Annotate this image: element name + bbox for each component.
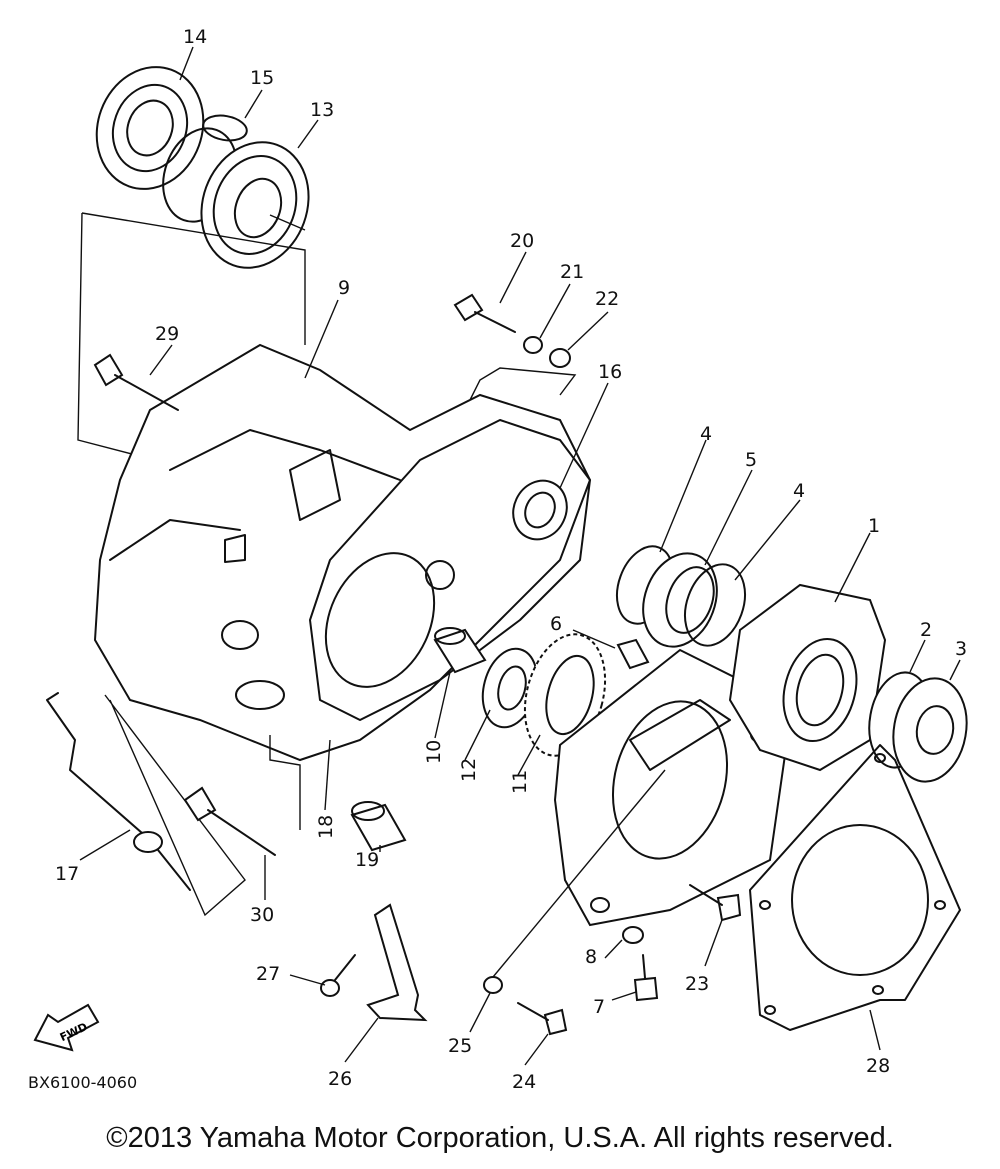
bolt-30 bbox=[183, 786, 276, 856]
callout-30: 30 bbox=[250, 904, 274, 926]
callout-1: 1 bbox=[868, 515, 880, 537]
callout-20: 20 bbox=[510, 230, 534, 252]
bolt-29 bbox=[93, 353, 179, 411]
callout-11: 11 bbox=[509, 770, 531, 794]
bearing-13 bbox=[200, 141, 310, 269]
callout-27: 27 bbox=[256, 963, 280, 985]
bearing-14 bbox=[95, 66, 205, 190]
callout-16: 16 bbox=[598, 361, 622, 383]
callout-2: 2 bbox=[920, 619, 932, 641]
cover-plate bbox=[553, 648, 792, 927]
oil-seal-16 bbox=[512, 479, 568, 541]
part-callouts: 1 2 3 4 4 5 6 7 8 9 10 11 12 13 14 15 16… bbox=[55, 26, 967, 1093]
bracket-26 bbox=[366, 903, 428, 1022]
spring-5 bbox=[642, 552, 718, 648]
callout-5: 5 bbox=[745, 449, 757, 471]
bolt-23 bbox=[689, 884, 742, 922]
callout-22: 22 bbox=[595, 288, 619, 310]
callout-17: 17 bbox=[55, 863, 79, 885]
callout-10: 10 bbox=[423, 740, 445, 764]
forward-arrow-icon: FWD bbox=[33, 1003, 100, 1052]
callout-8: 8 bbox=[585, 946, 597, 968]
callout-29: 29 bbox=[155, 323, 179, 345]
callout-25: 25 bbox=[448, 1035, 472, 1057]
callout-15: 15 bbox=[250, 67, 274, 89]
leader-lines bbox=[79, 46, 961, 1066]
bearing-12 bbox=[481, 647, 539, 729]
drawing-code: BX6100-4060 bbox=[28, 1073, 138, 1092]
bolt-7 bbox=[633, 954, 659, 1002]
callout-4-lower: 4 bbox=[793, 480, 805, 502]
hose-17 bbox=[46, 692, 191, 891]
nut-21 bbox=[523, 336, 543, 354]
bolt-24 bbox=[517, 1002, 568, 1036]
gasket-28 bbox=[749, 744, 961, 1031]
fitting-6 bbox=[616, 638, 650, 670]
screw-27 bbox=[320, 954, 356, 997]
dowel-pin-10 bbox=[433, 627, 487, 674]
callout-7: 7 bbox=[593, 996, 605, 1018]
exploded-parts-diagram: FWD 1 2 3 bbox=[33, 26, 968, 1093]
washer-8 bbox=[622, 926, 644, 944]
callout-19: 19 bbox=[355, 849, 379, 871]
callout-18: 18 bbox=[315, 815, 337, 839]
callout-14: 14 bbox=[183, 26, 207, 48]
callout-28: 28 bbox=[866, 1055, 890, 1077]
callout-6: 6 bbox=[550, 613, 562, 635]
callout-23: 23 bbox=[685, 973, 709, 995]
washer-25 bbox=[483, 769, 666, 994]
seal-3 bbox=[892, 677, 968, 783]
callout-4-upper: 4 bbox=[700, 423, 712, 445]
dowel-pin-19 bbox=[350, 801, 407, 852]
callout-9: 9 bbox=[338, 277, 350, 299]
washer-22 bbox=[549, 348, 571, 368]
callout-13: 13 bbox=[310, 99, 334, 121]
callout-3: 3 bbox=[955, 638, 967, 660]
callout-24: 24 bbox=[512, 1071, 536, 1093]
housing-1 bbox=[728, 583, 887, 772]
callout-26: 26 bbox=[328, 1068, 352, 1090]
circlip-4-lower bbox=[684, 563, 746, 647]
copyright-notice: ©2013 Yamaha Motor Corporation, U.S.A. A… bbox=[106, 1122, 894, 1154]
callout-21: 21 bbox=[560, 261, 584, 283]
callout-12: 12 bbox=[458, 758, 480, 782]
bolt-20 bbox=[453, 293, 516, 333]
